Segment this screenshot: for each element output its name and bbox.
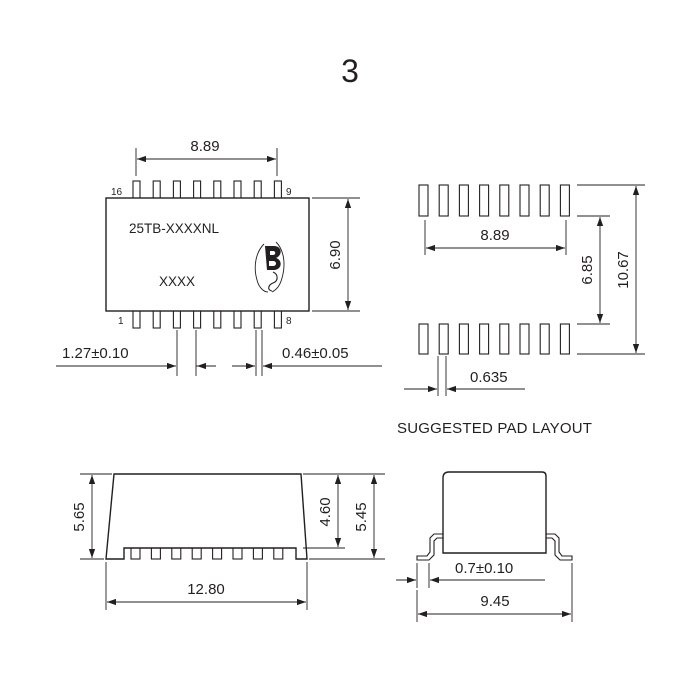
top-view-lower-pins: [132, 309, 282, 329]
solder-pad: [458, 323, 469, 355]
top-view-pin: [172, 180, 181, 200]
solder-pad: [418, 184, 429, 217]
solder-pad: [479, 184, 490, 217]
lead-width-dimension: 0.46±0.05: [282, 345, 349, 362]
overall-width-dimension: 9.45: [480, 593, 509, 610]
side-view: 5.65 4.60 5.45 12.80: [71, 473, 385, 610]
body-width-dimension: 6.90: [327, 240, 344, 269]
solder-pad: [519, 184, 530, 217]
top-view-pin: [193, 309, 202, 329]
top-view-pin: [253, 309, 262, 329]
solder-pad: [438, 323, 449, 355]
page-number: 3: [341, 53, 359, 89]
pad-span-dimension: 8.89: [480, 227, 509, 244]
inner-spacing-dimension: 6.85: [579, 255, 596, 284]
pin-label-8: 8: [286, 316, 292, 327]
end-view: 0.7±0.10 9.45: [396, 471, 573, 622]
pad-layout-caption: SUGGESTED PAD LAYOUT: [397, 420, 592, 437]
pad-row-top: [418, 184, 570, 217]
solder-pad: [499, 323, 510, 355]
overall-length-dimension: 12.80: [187, 581, 225, 598]
pin-span-dimension: 8.89: [190, 138, 219, 155]
end-view-right-lead: [546, 533, 573, 561]
top-view: 25TB-XXXXNL XXXX 16 9 1 8 8.89 6.90 1.27…: [56, 138, 382, 376]
body-height-dimension: 4.60: [317, 497, 334, 526]
pin-label-1: 1: [118, 316, 124, 327]
top-view-pin: [213, 309, 222, 329]
part-marking: 25TB-XXXXNL: [129, 221, 220, 236]
pin-label-16: 16: [111, 187, 123, 198]
pitch-dimension: 1.27±0.10: [62, 345, 129, 362]
solder-pad: [559, 184, 570, 217]
top-view-upper-pins: [132, 180, 282, 200]
top-view-pin: [132, 180, 141, 200]
date-code: XXXX: [159, 274, 195, 289]
pad-layout-view: 8.89 6.85 10.67 0.635 SUGGESTED PAD LAYO…: [397, 184, 645, 437]
pad-row-bottom: [418, 323, 570, 355]
solder-pad: [458, 184, 469, 217]
solder-pad: [418, 323, 429, 355]
top-view-pin: [253, 180, 262, 200]
solder-pad: [539, 323, 550, 355]
seated-height-dimension: 5.45: [353, 502, 370, 531]
manufacturer-logo-icon: [254, 241, 285, 293]
side-view-body-outline: [105, 473, 308, 560]
solder-pad: [499, 184, 510, 217]
top-view-pin: [273, 180, 282, 200]
solder-pad: [559, 323, 570, 355]
pin-label-9: 9: [286, 187, 292, 198]
solder-pad: [438, 184, 449, 217]
top-view-pin: [152, 309, 161, 329]
top-view-pin: [193, 180, 202, 200]
solder-pad: [479, 323, 490, 355]
top-view-pin: [273, 309, 282, 329]
top-view-pin: [132, 309, 141, 329]
outer-spacing-dimension: 10.67: [615, 251, 632, 289]
overall-height-dimension: 5.65: [71, 502, 88, 531]
end-view-left-lead: [416, 533, 443, 561]
solder-pad: [519, 323, 530, 355]
foot-length-dimension: 0.7±0.10: [455, 560, 513, 577]
end-view-body-outline: [442, 471, 547, 554]
top-view-pin: [213, 180, 222, 200]
top-view-pin: [233, 309, 242, 329]
solder-pad: [539, 184, 550, 217]
top-view-pin: [172, 309, 181, 329]
top-view-pin: [152, 180, 161, 200]
top-view-pin: [233, 180, 242, 200]
pad-width-dimension: 0.635: [470, 369, 508, 386]
